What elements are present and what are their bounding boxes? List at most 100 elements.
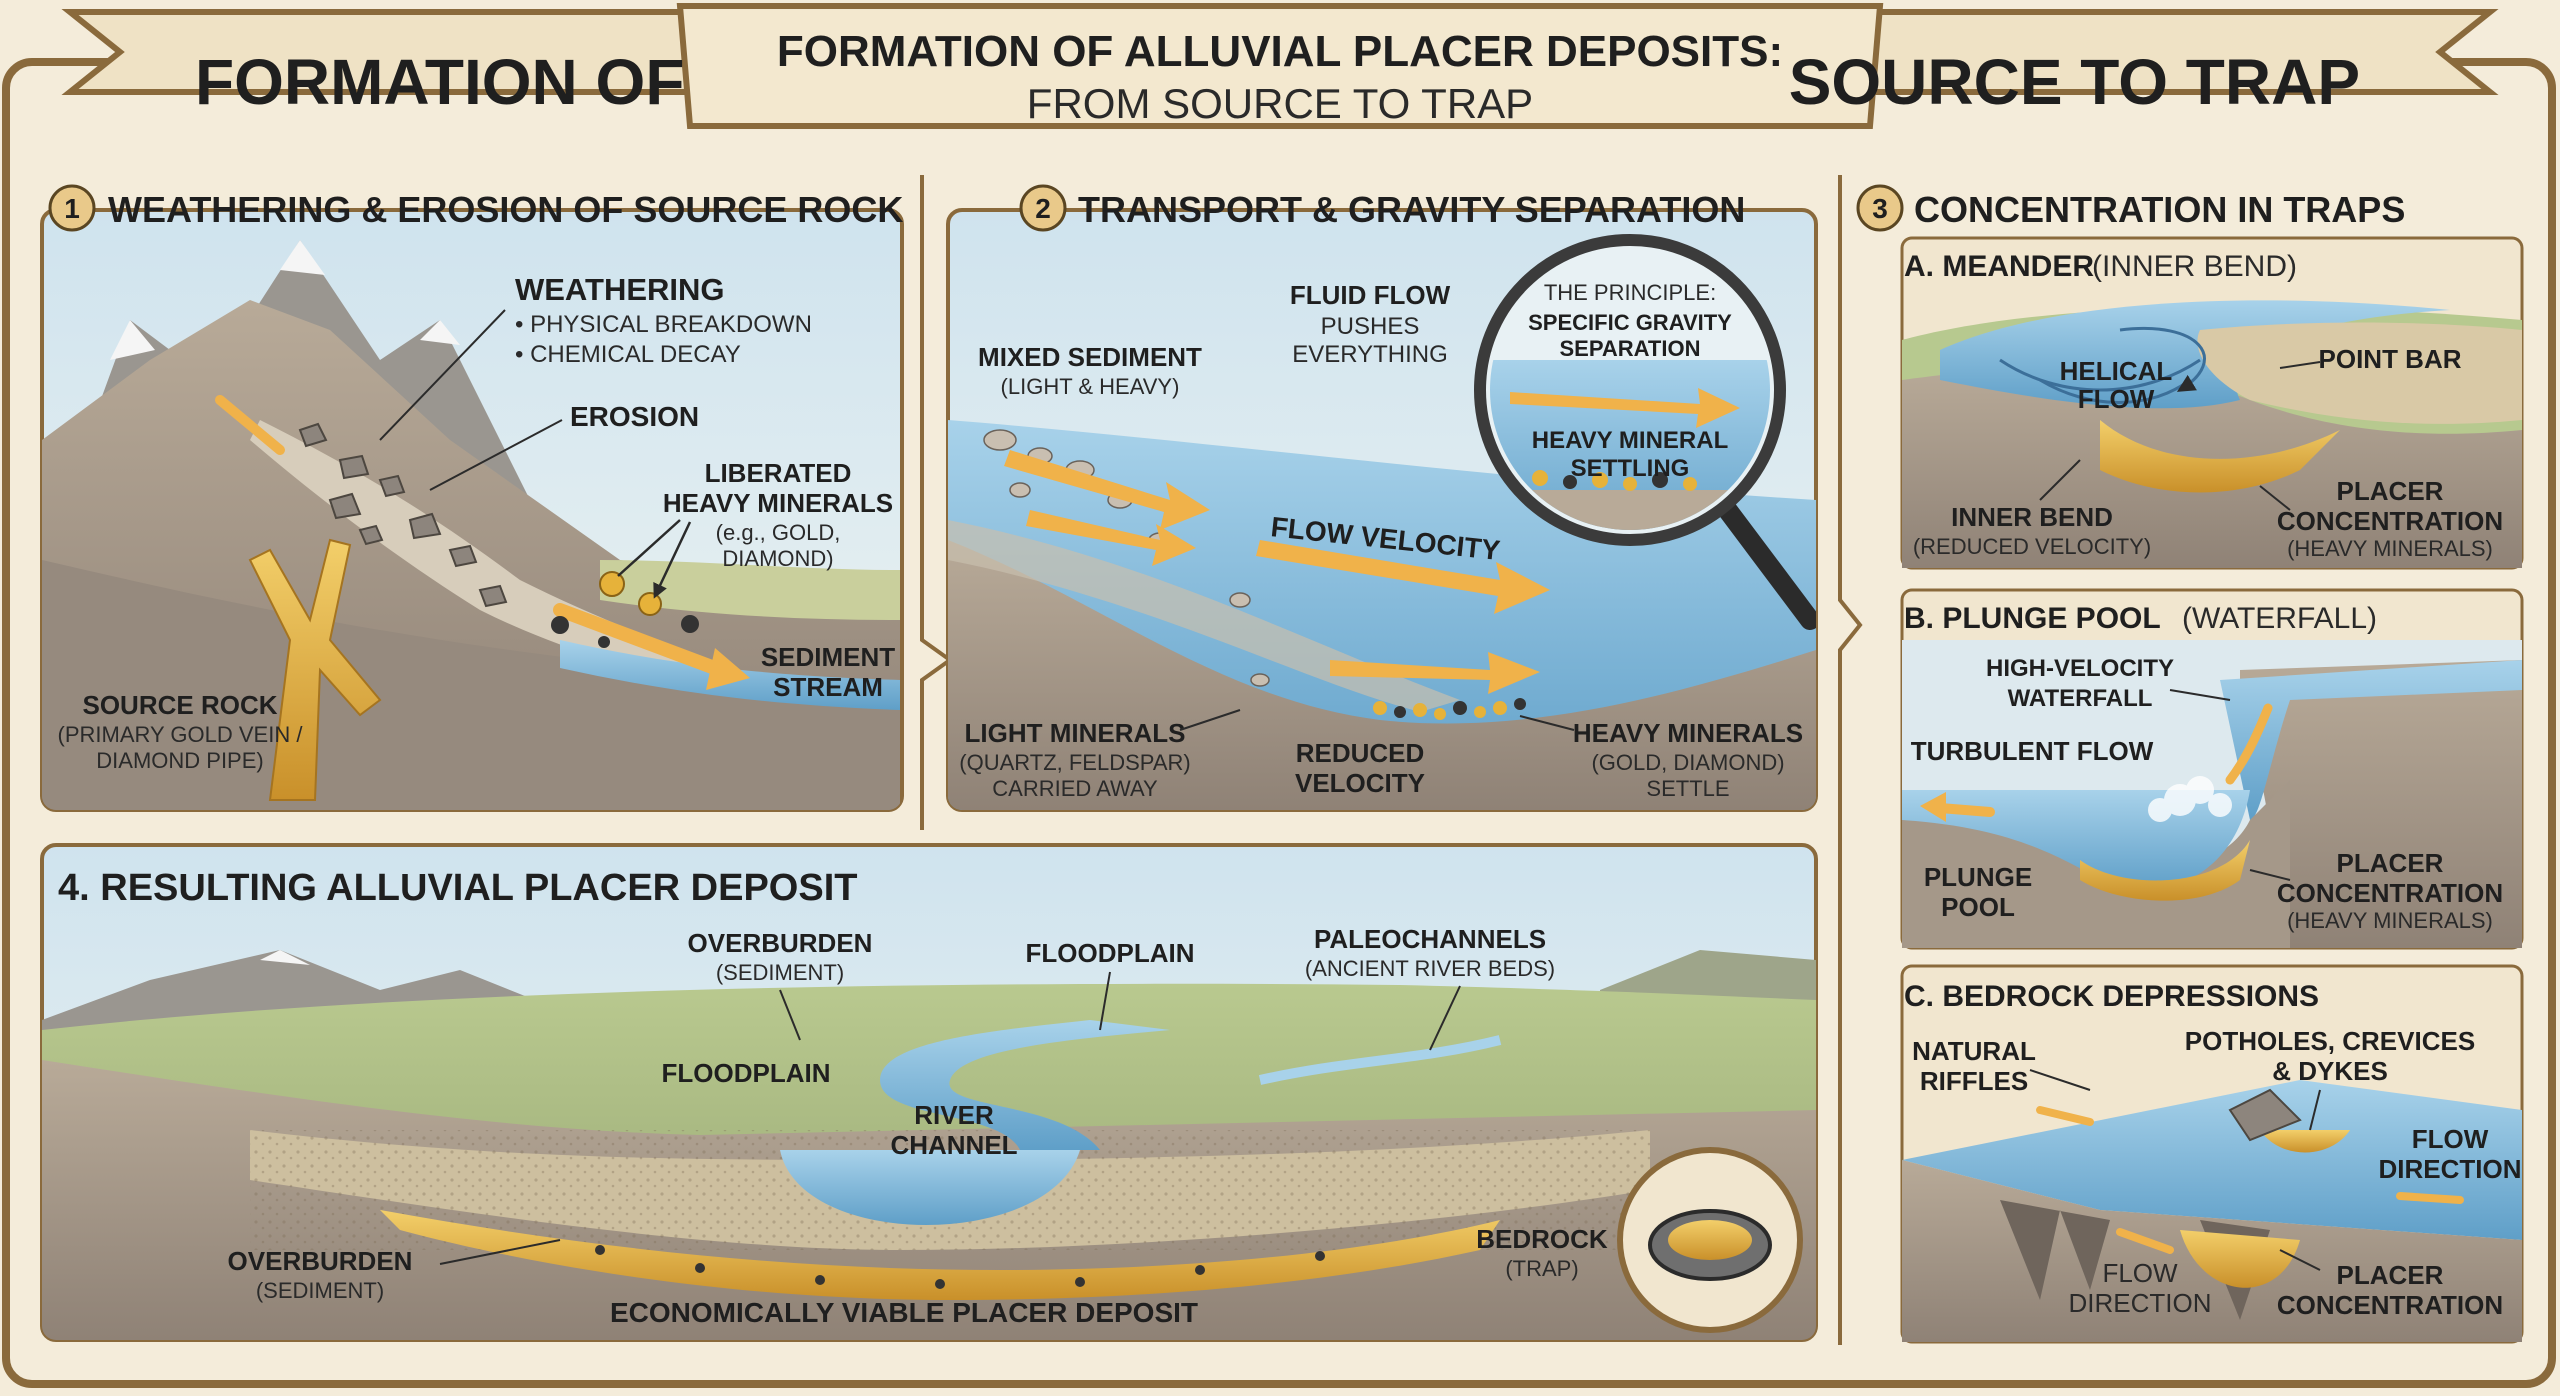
meander-placer-label-3: (HEAVY MINERALS) <box>2287 536 2493 561</box>
principle-label-2: SPECIFIC GRAVITY <box>1528 310 1732 335</box>
liberated-label-4: DIAMOND) <box>722 546 833 571</box>
heavy-minerals-label-1: HEAVY MINERALS <box>1573 718 1803 748</box>
riffles-label-2: RIFFLES <box>1920 1066 2028 1096</box>
light-minerals-leader <box>1179 709 1241 731</box>
plunge-pool-title: B. PLUNGE POOL <box>1904 602 2161 635</box>
panel-1: 1 WEATHERING & EROSION OF SOURCE ROCK WE… <box>40 184 904 812</box>
principle-label-1: THE PRINCIPLE: <box>1544 280 1716 305</box>
potholes-label-2: & DYKES <box>2272 1056 2388 1086</box>
paleochannels-label-2: (ANCIENT RIVER BEDS) <box>1305 956 1555 981</box>
overburden-bottom-label-1: OVERBURDEN <box>228 1246 413 1276</box>
inner-bend-label-2: (REDUCED VELOCITY) <box>1913 534 2151 559</box>
plunge-label-1: PLUNGE <box>1924 862 2032 892</box>
turbulent-flow-label: TURBULENT FLOW <box>1911 736 2154 766</box>
riffles-label-1: NATURAL <box>1912 1036 2036 1066</box>
flow-direction-left-1: FLOW <box>2102 1258 2178 1288</box>
banner-center-title: FORMATION OF ALLUVIAL PLACER DEPOSITS: <box>777 27 1783 76</box>
plunge-placer-label-3: (HEAVY MINERALS) <box>2287 908 2493 933</box>
flow-direction-right-2: DIRECTION <box>2379 1154 2522 1184</box>
high-velocity-label-1: HIGH-VELOCITY <box>1986 655 2174 682</box>
floodplain-top-leader <box>1099 971 1111 1031</box>
principle-label-3: SEPARATION <box>1560 336 1701 361</box>
reduced-velocity-label-1: REDUCED <box>1296 738 1425 768</box>
fluid-flow-label-2: PUSHES <box>1321 313 1420 340</box>
point-bar-label: POINT BAR <box>2319 344 2462 374</box>
panel-2-title: TRANSPORT & GRAVITY SEPARATION <box>1078 189 1745 230</box>
overburden-bottom-label-2: (SEDIMENT) <box>256 1278 384 1303</box>
bedrock-placer-leader <box>2279 1249 2321 1271</box>
source-rock-label-3: DIAMOND PIPE) <box>96 748 263 773</box>
viable-deposit-label: ECONOMICALLY VIABLE PLACER DEPOSIT <box>610 1297 1198 1328</box>
light-minerals-label-2: (QUARTZ, FELDSPAR) <box>959 750 1190 775</box>
liberated-label-1: LIBERATED <box>705 458 852 488</box>
helical-flow-label-2: FLOW <box>2078 384 2155 414</box>
paleochannels-label-1: PALEOCHANNELS <box>1314 924 1546 954</box>
river-channel-label-2: CHANNEL <box>890 1130 1017 1160</box>
magnifier-lens <box>1474 234 1786 546</box>
meander-subtitle: (INNER BEND) <box>2092 250 2297 283</box>
flow-direction-right-1: FLOW <box>2412 1124 2489 1154</box>
plunge-placer-label-1: PLACER <box>2337 848 2444 878</box>
potholes-leader <box>2309 1089 2321 1131</box>
bedrock-subpanel: C. BEDROCK DEPRESSIONS NATURAL RIFFLES P… <box>1900 964 2524 1344</box>
erosion-leader <box>429 419 563 491</box>
physical-breakdown-label: • PHYSICAL BREAKDOWN <box>515 311 812 338</box>
banner-right-text: SOURCE TO TRAP <box>1789 46 2360 118</box>
river-channel-label-1: RIVER <box>914 1100 994 1130</box>
potholes-label-1: POTHOLES, CREVICES <box>2185 1026 2475 1056</box>
weathering-label: WEATHERING <box>515 272 725 307</box>
high-velocity-label-2: WATERFALL <box>2008 685 2153 712</box>
riffles-leader <box>2029 1069 2091 1091</box>
overburden-top-label-2: (SEDIMENT) <box>716 960 844 985</box>
source-rock-label-1: SOURCE ROCK <box>82 690 277 720</box>
bedrock-placer-label-1: PLACER <box>2337 1260 2444 1290</box>
floodplain-left-label: FLOODPLAIN <box>662 1058 831 1088</box>
overburden-top-label-1: OVERBURDEN <box>688 928 873 958</box>
floodplain-top-label: FLOODPLAIN <box>1026 938 1195 968</box>
divider-2 <box>1838 175 1863 1345</box>
mixed-sediment-label-1: MIXED SEDIMENT <box>978 342 1202 372</box>
panel-2-number: 2 <box>1035 193 1051 224</box>
fluid-flow-label-1: FLUID FLOW <box>1290 280 1451 310</box>
light-minerals-label-1: LIGHT MINERALS <box>965 718 1186 748</box>
title-banner: FORMATION OF FORMATION OF ALLUVIAL PLACE… <box>61 2 2499 129</box>
settling-label-1: HEAVY MINERAL <box>1532 427 1728 454</box>
reduced-velocity-label-2: VELOCITY <box>1295 768 1425 798</box>
fluid-flow-label-3: EVERYTHING <box>1292 341 1448 368</box>
meander-title: A. MEANDER <box>1904 250 2094 283</box>
meander-subpanel: A. MEANDER (INNER BEND) HELICAL FLOW POI… <box>1900 236 2524 570</box>
paleochannels-leader <box>1429 985 1461 1051</box>
chemical-decay-label: • CHEMICAL DECAY <box>515 341 741 368</box>
panel-1-title: WEATHERING & EROSION OF SOURCE ROCK <box>108 189 903 230</box>
high-velocity-leader <box>2169 689 2231 701</box>
panel-3-title: CONCENTRATION IN TRAPS <box>1914 189 2405 230</box>
inner-bend-leader <box>2039 459 2081 501</box>
inner-bend-label-1: INNER BEND <box>1951 502 2113 532</box>
overburden-top-leader <box>779 989 801 1041</box>
liberated-label-2: HEAVY MINERALS <box>663 488 893 518</box>
plunge-placer-label-2: CONCENTRATION <box>2277 878 2503 908</box>
sediment-stream-label-1: SEDIMENT <box>761 642 895 672</box>
panel-4: 4. RESULTING ALLUVIAL PLACER DEPOSIT OVE… <box>40 843 1818 1342</box>
liberated-label-3: (e.g., GOLD, <box>716 520 841 545</box>
heavy-minerals-leader <box>1519 715 1575 731</box>
banner-center-subtitle: FROM SOURCE TO TRAP <box>1027 80 1533 127</box>
panel-2: 2 TRANSPORT & GRAVITY SEPARATION MIXED S… <box>946 184 1818 812</box>
heavy-minerals-label-3: SETTLE <box>1646 776 1729 801</box>
panel-1-number: 1 <box>64 193 80 224</box>
liberated-arrows <box>617 519 692 596</box>
heavy-minerals-label-2: (GOLD, DIAMOND) <box>1591 750 1784 775</box>
bedrock-placer-label-2: CONCENTRATION <box>2277 1290 2503 1320</box>
trap-label: (TRAP) <box>1505 1256 1578 1281</box>
weathering-leader <box>379 309 506 441</box>
panel-3-number: 3 <box>1872 193 1888 224</box>
meander-placer-label-1: PLACER <box>2337 476 2444 506</box>
erosion-label: EROSION <box>570 401 699 432</box>
overburden-bottom-leader <box>439 1239 561 1265</box>
plunge-label-2: POOL <box>1941 892 2015 922</box>
bedrock-label: BEDROCK <box>1476 1224 1608 1254</box>
plunge-pool-subpanel: B. PLUNGE POOL (WATERFALL) HIGH-VELOCITY… <box>1900 588 2524 950</box>
meander-placer-leader <box>2259 485 2291 511</box>
helical-flow-label-1: HELICAL <box>2060 356 2173 386</box>
